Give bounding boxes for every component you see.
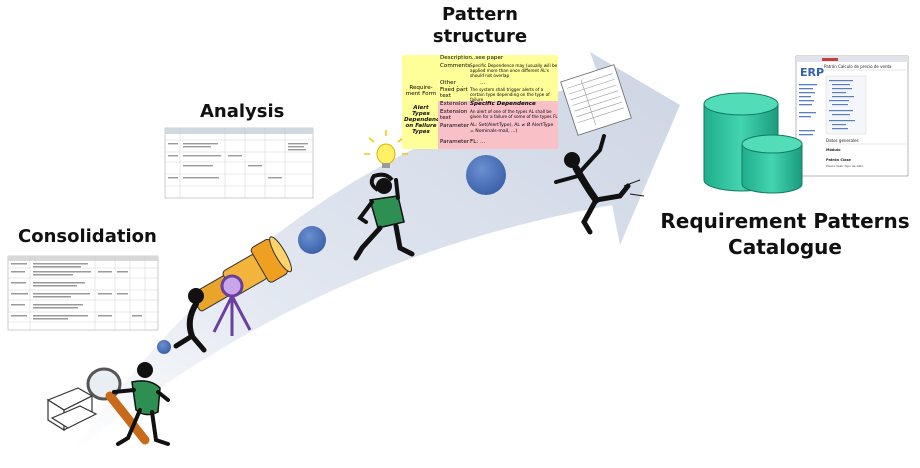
catalogue-section-3: Patrón Clase <box>826 158 852 162</box>
stage-title-analysis: Analysis <box>200 101 285 122</box>
row-value: An alert of one of the types AL shall be… <box>470 109 558 119</box>
table-row: Description ...see paper <box>438 55 558 63</box>
row-value: AL: Set(AlertType), AL ≠ Ø AlertType = N… <box>470 123 554 134</box>
table-row: Other metadata ... <box>438 80 558 92</box>
row-key: Comments <box>440 63 471 69</box>
row-value: Specific Dependence <box>470 101 536 107</box>
stage-title-catalogue: Requirement Patterns Catalogue <box>660 208 910 260</box>
table-row: Parameter AL: Set(AlertType), AL ≠ Ø Ale… <box>438 123 558 139</box>
requirement-form-label: Require-ment Form <box>405 85 437 97</box>
catalogue-page-title: Patrón Calculo de precio de venta <box>824 64 892 69</box>
table-row: Extension Specific Dependence <box>438 101 558 109</box>
stage-title-consolidation: Consolidation <box>18 226 157 247</box>
catalogue-section-4: Precio Valor Tipo de dato <box>826 164 863 168</box>
catalogue-section-2: Módulo <box>826 148 841 152</box>
row-value: ... <box>480 80 486 86</box>
lightbulb-figure-icon <box>353 130 415 261</box>
row-key: Other metadata <box>440 80 467 92</box>
row-key: Description <box>440 55 472 61</box>
progress-dot-2 <box>298 226 326 254</box>
stage-title-pattern-line2: structure <box>432 26 528 47</box>
table-row: Extension text An alert of one of the ty… <box>438 109 558 123</box>
analysis-spreadsheet <box>164 127 314 199</box>
row-value: FL: ... <box>470 139 486 145</box>
table-row: Fixed part text The system shall trigger… <box>438 87 558 102</box>
stage-title-catalogue-line2: Catalogue <box>728 235 842 259</box>
catalogue-section-1: Datos generales <box>826 138 859 143</box>
telescope-figure-icon <box>173 236 292 353</box>
row-value: ...see paper <box>470 55 504 61</box>
row-value: Specific Dependence may (usually will be… <box>470 63 558 78</box>
row-key: Parameter <box>440 139 470 145</box>
table-row: Comments Specific Dependence may (usuall… <box>438 63 558 80</box>
magnifier-figure-icon <box>46 362 170 446</box>
database-icon <box>703 92 803 194</box>
jumping-figure-icon <box>554 64 645 235</box>
progress-dot-1 <box>157 340 171 354</box>
consolidation-spreadsheet <box>7 255 159 331</box>
pattern-structure-table: Require-ment Form Alert Types Dependence… <box>402 55 558 149</box>
stage-title-catalogue-line1: Requirement Patterns <box>660 209 910 233</box>
stage-title-pattern-line1: Pattern <box>442 4 518 25</box>
progress-dot-3 <box>466 155 506 195</box>
row-value: The system shall trigger alerts of a cer… <box>470 87 550 102</box>
catalogue-window: ERP Patrón Calculo de precio de venta Da… <box>795 55 909 177</box>
row-key: Extension <box>440 101 468 107</box>
process-arrow <box>70 52 680 455</box>
row-key: Extension text <box>440 109 468 121</box>
table-row: Parameter FL: ... <box>438 139 558 149</box>
catalogue-logo: ERP <box>800 66 824 79</box>
row-key: Fixed part text <box>440 87 468 99</box>
row-key: Parameter <box>440 123 470 129</box>
alert-types-label: Alert Types Dependence on Failure Types <box>404 105 444 135</box>
stage-title-pattern-structure: Pattern structure <box>430 4 530 48</box>
